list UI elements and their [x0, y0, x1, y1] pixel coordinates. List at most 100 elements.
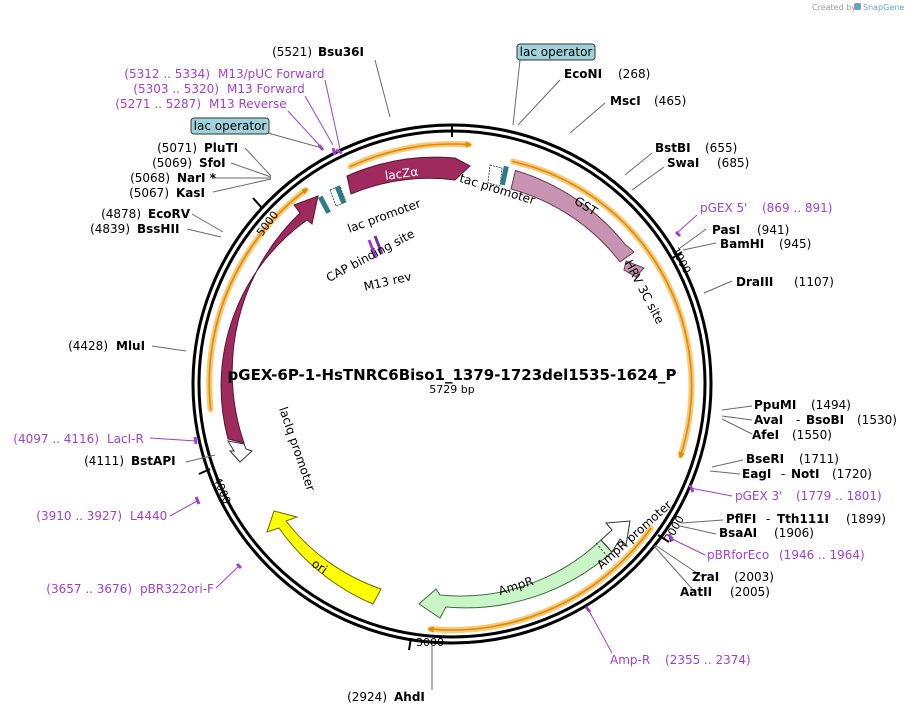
- ecorv-name[interactable]: EcoRV: [148, 207, 191, 221]
- sfoi-pos: (5069): [152, 156, 192, 170]
- noti-name[interactable]: NotI: [791, 467, 820, 481]
- bsaai-pos: (1906): [774, 526, 814, 540]
- msci-pos: (465): [654, 94, 686, 108]
- mlui-pos: (4428): [68, 339, 108, 353]
- pbr322-name[interactable]: pBR322ori-F: [140, 582, 214, 596]
- feature-lacI[interactable]: [220, 195, 319, 444]
- tick-3000: 3000: [416, 636, 444, 649]
- zrai-pos: (2003): [734, 570, 774, 584]
- lac-operator-left-label: lac operator: [194, 119, 267, 133]
- primer-marks: [193, 144, 695, 613]
- feature-hrv3c[interactable]: [623, 260, 645, 278]
- bsshii-pos: (4839): [90, 222, 130, 236]
- tth111i-pos: (1899): [846, 512, 886, 526]
- swai-pos: (685): [717, 156, 749, 170]
- zrai-name[interactable]: ZraI: [692, 570, 719, 584]
- bsu36i-name[interactable]: Bsu36I: [318, 45, 364, 59]
- laciR-name[interactable]: LacI-R: [107, 432, 144, 446]
- kasi-name[interactable]: KasI: [176, 186, 205, 200]
- tth111i-name[interactable]: Tth111I: [777, 512, 829, 526]
- msci-name[interactable]: MscI: [610, 94, 641, 108]
- primer-leader-lines: [149, 79, 733, 654]
- pbrfor-name[interactable]: pBRforEco: [707, 548, 769, 562]
- l4440-name[interactable]: L4440: [130, 509, 167, 523]
- enzyme-labels: (5521) Bsu36I EcoNI (268) MscI (465) Bst…: [68, 45, 897, 704]
- nari-pos: (5068): [130, 171, 170, 185]
- bsu36i-pos: (5521): [272, 45, 312, 59]
- pasi-name[interactable]: PasI: [712, 223, 740, 237]
- bstbi-pos: (655): [705, 141, 737, 155]
- plasmid-size: 5729 bp: [429, 383, 474, 396]
- feature-ori[interactable]: [266, 510, 382, 605]
- bamhi-name[interactable]: BamHI: [720, 237, 764, 251]
- ahdi-name[interactable]: AhdI: [394, 690, 425, 704]
- feature-lac-promoter[interactable]: [318, 185, 347, 214]
- eagi-dash: -: [781, 467, 785, 481]
- bstapi-name[interactable]: BstAPI: [131, 454, 176, 468]
- bstapi-pos: (4111): [84, 454, 124, 468]
- laciR-range: (4097 .. 4116): [13, 432, 99, 446]
- ampr-primer-name[interactable]: Amp-R: [610, 653, 650, 667]
- position-ticks: [198, 124, 683, 651]
- feature-gst[interactable]: [510, 169, 635, 263]
- pbrfor-range: (1946 .. 1964): [779, 548, 865, 562]
- bsshii-name[interactable]: BssHII: [137, 222, 179, 236]
- m13fwd-name[interactable]: M13 Forward: [227, 82, 305, 96]
- pflfi-name[interactable]: PflFI: [726, 512, 756, 526]
- m13rev-site-label: M13 rev: [362, 269, 412, 294]
- lac-operator-left[interactable]: lac operator: [190, 117, 270, 135]
- bsaai-name[interactable]: BsaAI: [719, 526, 757, 540]
- feature-laciq-promoter[interactable]: [226, 440, 253, 463]
- draiii-name[interactable]: DraIII: [736, 275, 773, 289]
- draiii-pos: (1107): [794, 275, 834, 289]
- bamhi-pos: (945): [779, 237, 811, 251]
- lac-operator-top[interactable]: lac operator: [516, 43, 596, 61]
- aatii-name[interactable]: AatII: [680, 585, 712, 599]
- pasi-pos: (941): [757, 223, 789, 237]
- bstbi-name[interactable]: BstBI: [655, 141, 691, 155]
- m13puc-range: (5312 .. 5334): [124, 67, 210, 81]
- avai-name[interactable]: AvaI: [754, 413, 783, 427]
- l4440-range: (3910 .. 3927): [36, 509, 122, 523]
- primer-labels: (5312 .. 5334) M13/pUC Forward (5303 .. …: [13, 67, 881, 667]
- afei-pos: (1550): [792, 428, 832, 442]
- pgex5-range: (869 .. 891): [762, 201, 832, 215]
- m13fwd-range: (5303 .. 5320): [133, 82, 219, 96]
- plasmid-name: pGEX-6P-1-HsTNRC6Biso1_1379-1723del1535-…: [228, 366, 677, 384]
- lac-operator-top-label: lac operator: [520, 45, 593, 59]
- feature-m13rev-site[interactable]: [367, 235, 384, 259]
- nari-name[interactable]: NarI *: [177, 171, 217, 185]
- m13puc-name[interactable]: M13/pUC Forward: [218, 67, 325, 81]
- credit-brand: SnapGene: [863, 3, 904, 12]
- credit-prefix: Created by: [812, 3, 856, 12]
- mlui-name[interactable]: MluI: [116, 339, 145, 353]
- swai-name[interactable]: SwaI: [667, 156, 699, 170]
- econi-pos: (268): [618, 67, 650, 81]
- m13rev-range: (5271 .. 5287): [115, 97, 201, 111]
- sfoi-name[interactable]: SfoI: [199, 156, 226, 170]
- bsobi-name[interactable]: BsoBI: [806, 413, 844, 427]
- feature-lacZa[interactable]: [346, 156, 471, 195]
- bseri-name[interactable]: BseRI: [746, 452, 784, 466]
- afei-name[interactable]: AfeI: [752, 428, 779, 442]
- aatii-pos: (2005): [730, 585, 770, 599]
- pbr322-range: (3657 .. 3676): [46, 582, 132, 596]
- avai-dash: -: [796, 413, 800, 427]
- orf-tracks: [206, 141, 695, 633]
- ppumi-name[interactable]: PpuMI: [754, 398, 796, 412]
- kasi-pos: (5067): [129, 186, 169, 200]
- feature-tac-promoter[interactable]: [487, 164, 509, 187]
- econi-name[interactable]: EcoNI: [564, 67, 602, 81]
- pflfi-dash: -: [766, 512, 770, 526]
- pluti-pos: (5071): [157, 141, 197, 155]
- m13rev-name[interactable]: M13 Reverse: [209, 97, 287, 111]
- eagi-name[interactable]: EagI: [742, 467, 771, 481]
- feature-ampR-promoter[interactable]: [595, 520, 631, 557]
- bseri-pos: (1711): [799, 452, 839, 466]
- pgex5-name[interactable]: pGEX 5': [700, 201, 747, 215]
- pgex3-name[interactable]: pGEX 3': [735, 489, 782, 503]
- noti-pos: (1720): [832, 467, 872, 481]
- feature-ampR[interactable]: [418, 539, 613, 619]
- pluti-name[interactable]: PluTI: [204, 141, 238, 155]
